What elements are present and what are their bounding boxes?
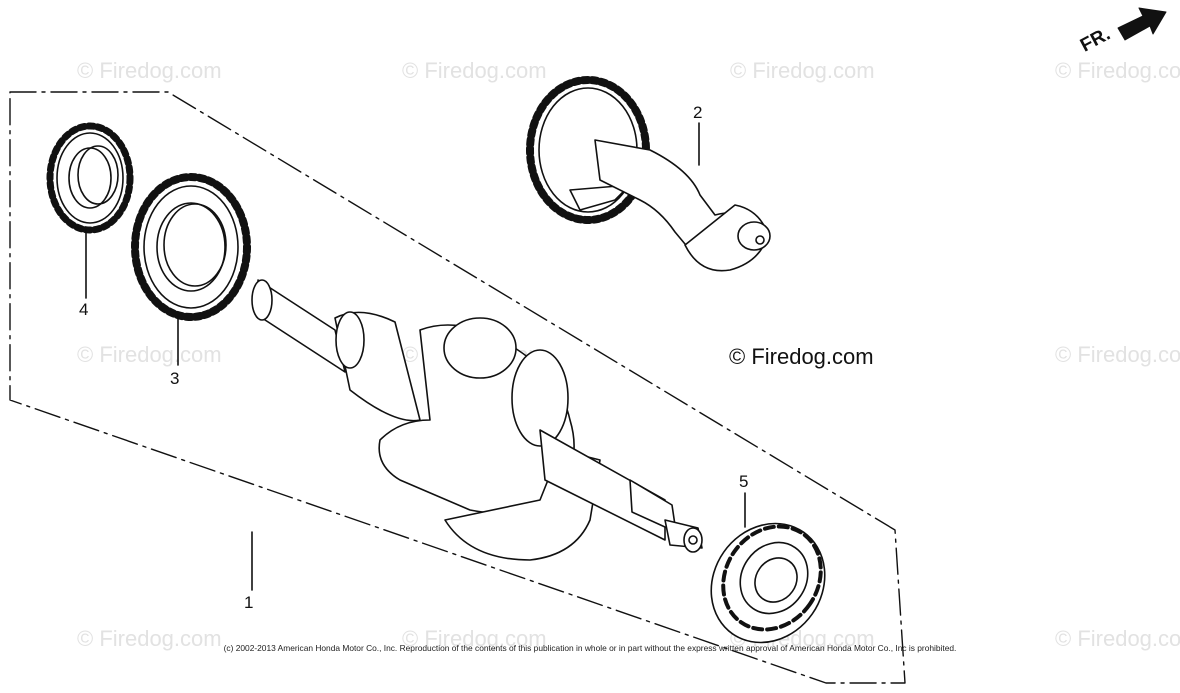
callout-number: 3 [170, 369, 180, 388]
brand-mark: © Firedog.com [729, 344, 874, 369]
watermark: © Firedog.com [402, 58, 547, 83]
watermark: © Firedog.com [77, 58, 222, 83]
callout-number: 4 [79, 300, 89, 319]
watermark: © Firedog.com [730, 58, 875, 83]
balancer-shaft [526, 76, 771, 272]
watermark: © Firedog.com [1055, 58, 1180, 83]
assembly-boundary [9, 91, 906, 684]
crankshaft [251, 279, 703, 561]
front-arrow-icon [1117, 7, 1167, 41]
crankshaft-gear [131, 173, 251, 321]
watermark: © Firedog.com [1055, 626, 1180, 651]
callout-number: 5 [739, 472, 749, 491]
timing-gear [46, 122, 134, 234]
watermark: © Firedog.com [1055, 342, 1180, 367]
watermark: © Firedog.com [402, 626, 547, 651]
callout-number: 2 [693, 103, 703, 122]
watermark: © Firedog.com [77, 626, 222, 651]
watermark: © Firedog.com [77, 342, 222, 367]
ball-bearing [710, 522, 826, 644]
callout-number: 1 [244, 593, 254, 612]
copyright-notice: (c) 2002-2013 American Honda Motor Co., … [223, 643, 957, 653]
